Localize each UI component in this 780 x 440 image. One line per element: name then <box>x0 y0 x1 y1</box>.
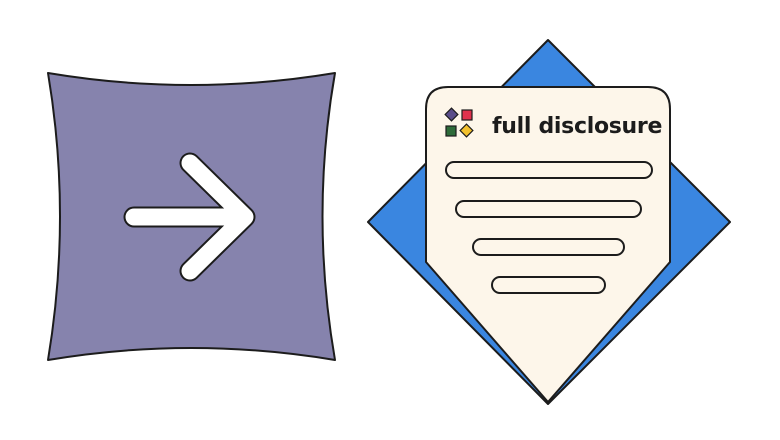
four-color-mark-icon <box>444 107 474 138</box>
text-lines <box>445 161 653 294</box>
text-line <box>472 238 625 256</box>
text-line <box>445 161 653 179</box>
document-tile: full disclosure <box>367 39 731 405</box>
arrow-tile <box>47 72 336 361</box>
text-line <box>455 200 642 218</box>
arrow-right-icon <box>123 152 256 282</box>
brand-name: full disclosure <box>492 114 662 139</box>
text-line <box>491 276 606 294</box>
